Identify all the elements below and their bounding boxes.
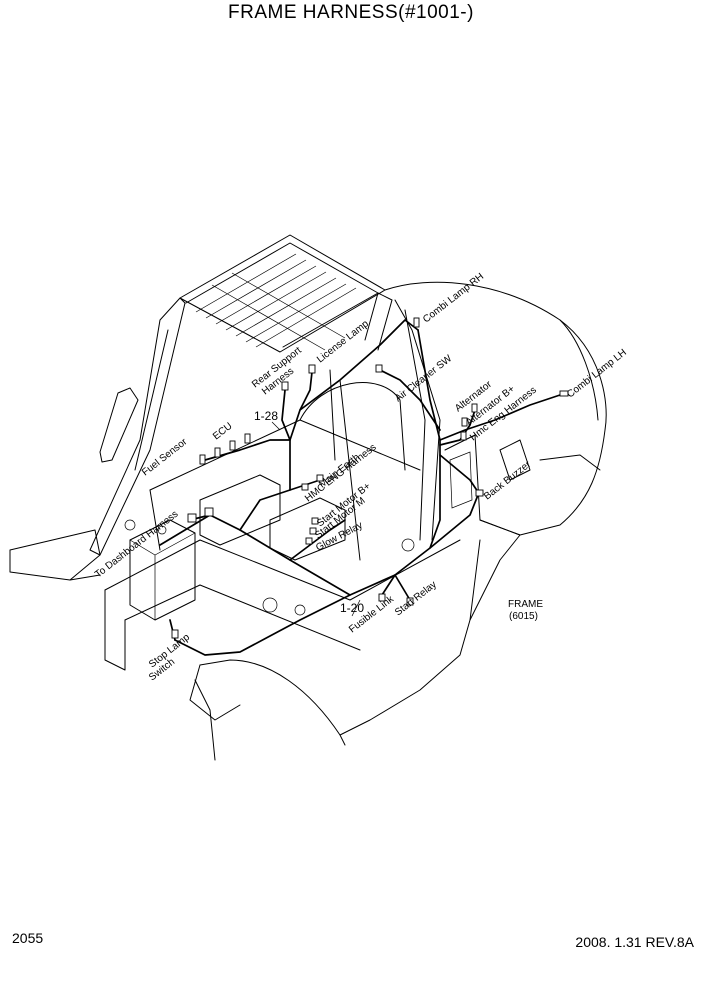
label-combi-lamp-lh: Combi Lamp LH <box>565 347 629 400</box>
label-start-relay: Start Relay <box>393 579 439 618</box>
callout-1-20: 1-20 <box>340 601 364 615</box>
page-title: FRAME HARNESS(#1001-) <box>228 2 474 23</box>
label-to-dashboard-harness: To Dashboard Harness <box>93 509 180 581</box>
diagram-labels: Combi Lamp RH License Lamp Rear Support … <box>93 271 629 683</box>
label-license-lamp: License Lamp <box>315 318 371 365</box>
page-number: 2055 <box>12 930 44 946</box>
leader-lines <box>271 421 361 617</box>
label-combi-lamp-rh: Combi Lamp RH <box>421 271 486 325</box>
revision-date: 2008. 1.31 REV.8A <box>575 934 694 950</box>
frame-body-outline <box>9 234 607 761</box>
label-back-buzzer: Back Buzzer <box>482 459 534 503</box>
label-fuel-sensor: Fuel Sensor <box>140 436 190 478</box>
callout-1-28: 1-28 <box>254 409 278 423</box>
frame-name-label: FRAME <box>508 599 543 610</box>
label-ecu: ECU <box>211 421 234 443</box>
label-hmc-eng-harness-center: HMC ENG Harness <box>303 442 379 504</box>
harness-connectors <box>171 317 569 639</box>
frame-code-label: (6015) <box>509 611 538 622</box>
